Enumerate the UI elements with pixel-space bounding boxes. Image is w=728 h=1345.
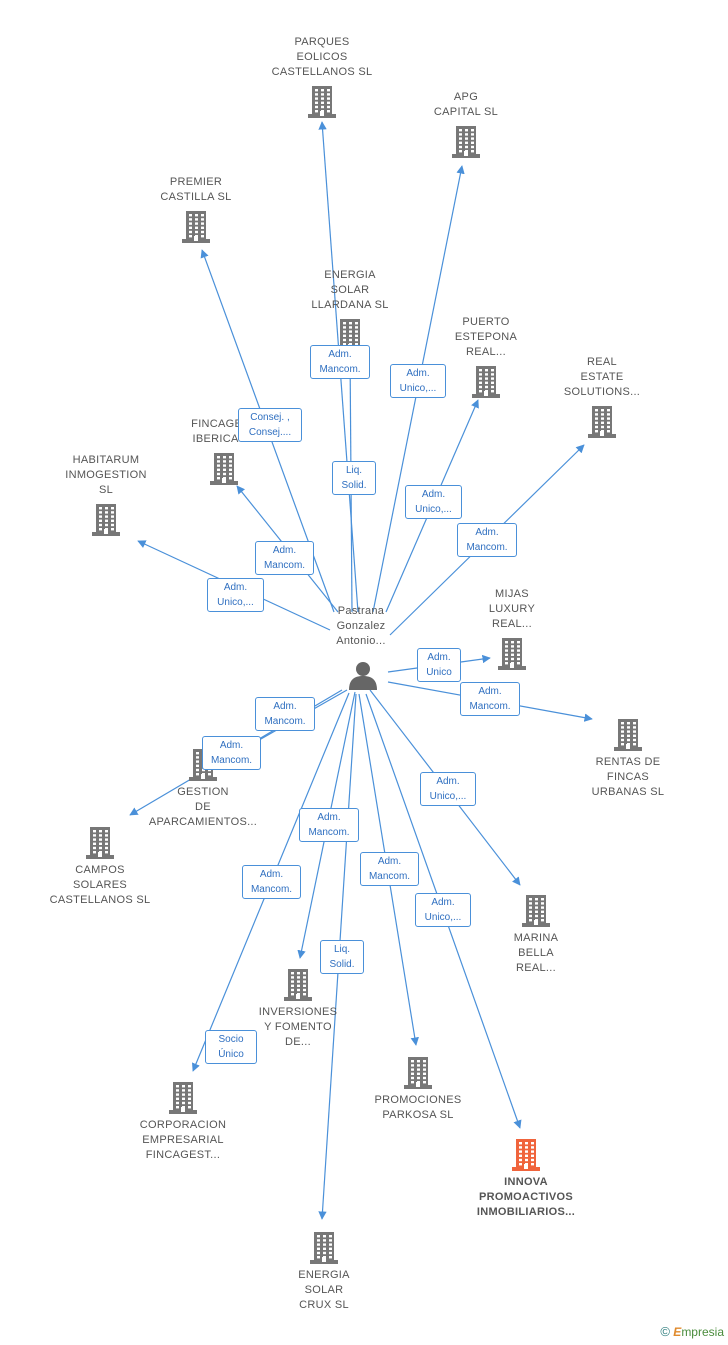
center-person-label[interactable]: Pastrana Gonzalez Antonio... — [336, 605, 386, 647]
building-icon — [86, 827, 114, 859]
relation-label[interactable]: Adm. Mancom. — [360, 852, 419, 886]
copyright-symbol: © — [660, 1324, 670, 1339]
company-node-innova[interactable]: INNOVA PROMOACTIVOS INMOBILIARIOS... — [451, 1137, 601, 1220]
company-node-label: RENTAS DE FINCAS URBANAS SL — [591, 756, 665, 798]
relation-label[interactable]: Adm. Mancom. — [242, 865, 301, 899]
building-icon — [92, 504, 120, 536]
company-node-premier[interactable]: PREMIER CASTILLA SL — [121, 175, 271, 243]
brand-name: mpresia — [681, 1325, 724, 1339]
relation-label[interactable]: Liq. Solid. — [332, 461, 376, 495]
relation-label[interactable]: Adm. Mancom. — [310, 345, 370, 379]
company-node-apg[interactable]: APG CAPITAL SL — [391, 90, 541, 158]
company-node-label: PARQUES EOLICOS CASTELLANOS SL — [271, 36, 373, 78]
company-node-crux[interactable]: ENERGIA SOLAR CRUX SL — [249, 1230, 399, 1313]
company-node-parkosa[interactable]: PROMOCIONES PARKOSA SL — [343, 1055, 493, 1123]
building-icon — [182, 211, 210, 243]
building-icon — [452, 126, 480, 158]
building-icon — [522, 895, 550, 927]
building-icon — [284, 969, 312, 1001]
company-node-gestion[interactable]: GESTION DE APARCAMIENTOS... — [128, 747, 278, 830]
company-node-label: CAMPOS SOLARES CASTELLANOS SL — [49, 864, 151, 906]
company-node-label: PREMIER CASTILLA SL — [160, 176, 232, 203]
building-icon — [308, 86, 336, 118]
building-icon — [404, 1057, 432, 1089]
company-node-label: GESTION DE APARCAMIENTOS... — [148, 786, 258, 828]
relation-label[interactable]: Adm. Mancom. — [460, 682, 520, 716]
company-node-realestate[interactable]: REAL ESTATE SOLUTIONS... — [527, 355, 677, 438]
relation-label[interactable]: Adm. Mancom. — [255, 697, 315, 731]
company-node-mijas[interactable]: MIJAS LUXURY REAL... — [437, 587, 587, 670]
company-node-marina[interactable]: MARINA BELLA REAL... — [461, 893, 611, 976]
company-node-inversiones[interactable]: INVERSIONES Y FOMENTO DE... — [223, 967, 373, 1050]
company-node-label: MARINA BELLA REAL... — [513, 932, 559, 974]
relation-label[interactable]: Adm. Unico,... — [390, 364, 446, 398]
building-icon — [498, 638, 526, 670]
company-node-label: PROMOCIONES PARKOSA SL — [374, 1094, 462, 1121]
relation-label[interactable]: Adm. Mancom. — [299, 808, 359, 842]
company-node-label: INNOVA PROMOACTIVOS INMOBILIARIOS... — [476, 1176, 576, 1218]
building-icon — [472, 366, 500, 398]
relation-label[interactable]: Consej. , Consej.... — [238, 408, 302, 442]
company-node-llardana[interactable]: ENERGIA SOLAR LLARDANA SL — [275, 268, 425, 351]
company-node-label: INVERSIONES Y FOMENTO DE... — [258, 1006, 338, 1048]
company-node-label: CORPORACION EMPRESARIAL FINCAGEST... — [139, 1119, 227, 1161]
company-node-campos[interactable]: CAMPOS SOLARES CASTELLANOS SL — [25, 825, 175, 908]
relation-label[interactable]: Adm. Mancom. — [457, 523, 517, 557]
company-node-rentas[interactable]: RENTAS DE FINCAS URBANAS SL — [553, 717, 703, 800]
relation-label[interactable]: Adm. Mancom. — [202, 736, 261, 770]
empresia-logo: © Empresia — [660, 1324, 724, 1339]
company-node-label: ENERGIA SOLAR CRUX SL — [298, 1269, 350, 1311]
company-node-habitarum[interactable]: HABITARUM INMOGESTION SL — [31, 453, 181, 536]
relation-label[interactable]: Adm. Mancom. — [255, 541, 314, 575]
company-node-label: MIJAS LUXURY REAL... — [488, 588, 536, 630]
building-icon — [588, 406, 616, 438]
person-icon[interactable] — [347, 660, 379, 690]
relation-label[interactable]: Adm. Unico — [417, 648, 461, 682]
relation-label[interactable]: Socio Único — [205, 1030, 257, 1064]
relation-label[interactable]: Adm. Unico,... — [405, 485, 462, 519]
company-node-label: REAL ESTATE SOLUTIONS... — [563, 356, 641, 398]
building-icon — [310, 1232, 338, 1264]
company-node-label: APG CAPITAL SL — [433, 91, 499, 118]
company-node-label: HABITARUM INMOGESTION SL — [65, 454, 147, 496]
company-node-parques[interactable]: PARQUES EOLICOS CASTELLANOS SL — [247, 35, 397, 118]
building-icon — [169, 1082, 197, 1114]
relation-label[interactable]: Adm. Unico,... — [207, 578, 264, 612]
company-node-puerto[interactable]: PUERTO ESTEPONA REAL... — [411, 315, 561, 398]
relation-label[interactable]: Adm. Unico,... — [420, 772, 476, 806]
building-icon — [512, 1139, 540, 1171]
company-node-label: ENERGIA SOLAR LLARDANA SL — [311, 269, 389, 311]
building-icon — [614, 719, 642, 751]
relation-label[interactable]: Liq. Solid. — [320, 940, 364, 974]
relation-label[interactable]: Adm. Unico,... — [415, 893, 471, 927]
brand-initial: E — [673, 1325, 682, 1339]
building-icon — [210, 453, 238, 485]
company-node-corporacion[interactable]: CORPORACION EMPRESARIAL FINCAGEST... — [108, 1080, 258, 1163]
company-node-label: PUERTO ESTEPONA REAL... — [454, 316, 518, 358]
